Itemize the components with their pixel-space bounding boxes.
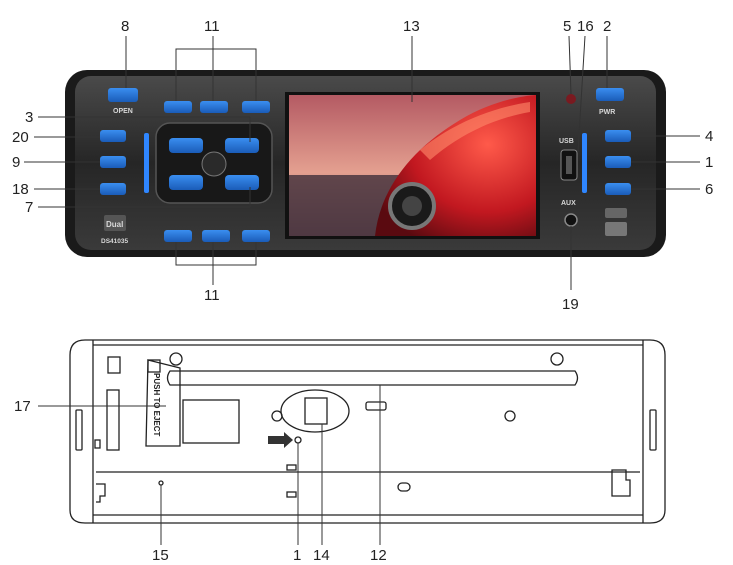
tab-1	[286, 464, 297, 471]
callout-6: 6	[705, 181, 713, 198]
left-button-18[interactable]	[100, 183, 126, 195]
rear-callout-lines	[38, 385, 381, 545]
top-button-3[interactable]	[242, 101, 270, 113]
callout-11-bottom: 11	[204, 287, 220, 304]
callout-1-front: 1	[705, 154, 713, 171]
callout-19: 19	[562, 296, 579, 313]
aux-label: AUX	[561, 200, 576, 207]
rear-bottom-slot	[397, 482, 411, 492]
card-slot[interactable]	[304, 397, 328, 425]
left-small-tab	[107, 356, 121, 374]
callout-1-rear: 1	[293, 547, 301, 564]
dvd-logo	[605, 222, 627, 236]
prev-button[interactable]	[169, 175, 203, 190]
disc-slot	[166, 370, 579, 386]
callout-5: 5	[563, 18, 571, 35]
disc-logo	[605, 208, 627, 218]
rear-body-outline	[69, 339, 666, 524]
callout-8: 8	[121, 18, 129, 35]
leader-16	[577, 35, 586, 153]
callout-9: 9	[12, 154, 20, 171]
screen-image-car-highlight	[420, 102, 530, 160]
left-button-20[interactable]	[100, 130, 126, 142]
callout-14: 14	[313, 547, 330, 564]
open-label: OPEN	[113, 108, 133, 115]
rear-square-window	[182, 399, 240, 444]
callout-4: 4	[705, 128, 713, 145]
bottom-button-3[interactable]	[242, 230, 270, 242]
rear-screw-right	[504, 410, 516, 422]
model-label: DS41035	[101, 238, 128, 245]
callout-15: 15	[152, 547, 169, 564]
callout-numbers: 8 11 13 5 16 2 3 20 9 18 7 4 1 6 11 19 1…	[12, 18, 713, 564]
aux-jack[interactable]	[564, 213, 578, 227]
eject-mechanism	[145, 359, 181, 447]
callout-3: 3	[25, 109, 33, 126]
left-side-slot	[75, 409, 83, 451]
right-button-1[interactable]	[605, 156, 631, 168]
screen-image-hub	[402, 196, 422, 216]
pwr-label: PWR	[599, 109, 615, 116]
center-knob[interactable]	[201, 151, 227, 177]
callout-18: 18	[12, 181, 29, 198]
left-accent-strip	[144, 133, 149, 193]
brand-logo: Dual	[106, 220, 123, 229]
bottom-button-1[interactable]	[164, 230, 192, 242]
left-button-9[interactable]	[100, 156, 126, 168]
vol-up-button[interactable]	[225, 138, 259, 153]
right-button-6[interactable]	[605, 183, 631, 195]
callout-7: 7	[25, 199, 33, 216]
callout-16: 16	[577, 18, 594, 35]
leader-5	[568, 35, 572, 95]
usb-label: USB	[559, 138, 574, 145]
right-hook	[611, 469, 631, 497]
vol-down-button[interactable]	[169, 138, 203, 153]
front-panel: OPEN Dual DS41035	[65, 70, 666, 257]
callout-17: 17	[14, 398, 31, 415]
rear-small-slot	[365, 401, 387, 411]
control-cluster	[155, 122, 273, 204]
rear-panel	[69, 339, 666, 524]
open-button[interactable]	[108, 88, 138, 102]
push-to-eject-label: PUSH TO EJECT	[152, 373, 161, 437]
display-screen	[285, 92, 540, 239]
leader-11-bottom	[175, 242, 257, 266]
tab-2	[286, 491, 297, 498]
left-clip	[94, 439, 101, 449]
rear-screw-top-right	[550, 352, 564, 366]
left-rail	[106, 389, 120, 451]
rear-screw-top-left	[169, 352, 183, 366]
mic-hole	[158, 480, 164, 486]
left-hook	[96, 483, 106, 503]
brand-badge	[104, 215, 126, 231]
callout-12: 12	[370, 547, 387, 564]
callout-11-top: 11	[204, 18, 220, 35]
reset-arrow	[268, 432, 293, 448]
eject-bracket	[147, 359, 161, 373]
right-side-slot	[649, 409, 657, 451]
bottom-button-2[interactable]	[202, 230, 230, 242]
ir-sensor	[566, 94, 576, 104]
callout-13: 13	[403, 18, 420, 35]
top-button-2[interactable]	[200, 101, 228, 113]
card-slot-surround	[280, 389, 350, 433]
reset-hole	[294, 436, 302, 444]
next-button[interactable]	[225, 175, 259, 190]
top-button-1[interactable]	[164, 101, 192, 113]
leader-11-top	[175, 48, 257, 101]
right-button-4[interactable]	[605, 130, 631, 142]
front-callout-lines	[24, 35, 700, 290]
usb-slot	[566, 156, 572, 174]
callout-20: 20	[12, 129, 29, 146]
pwr-button[interactable]	[596, 88, 624, 101]
right-accent-strip	[582, 133, 587, 193]
callout-2: 2	[603, 18, 611, 35]
